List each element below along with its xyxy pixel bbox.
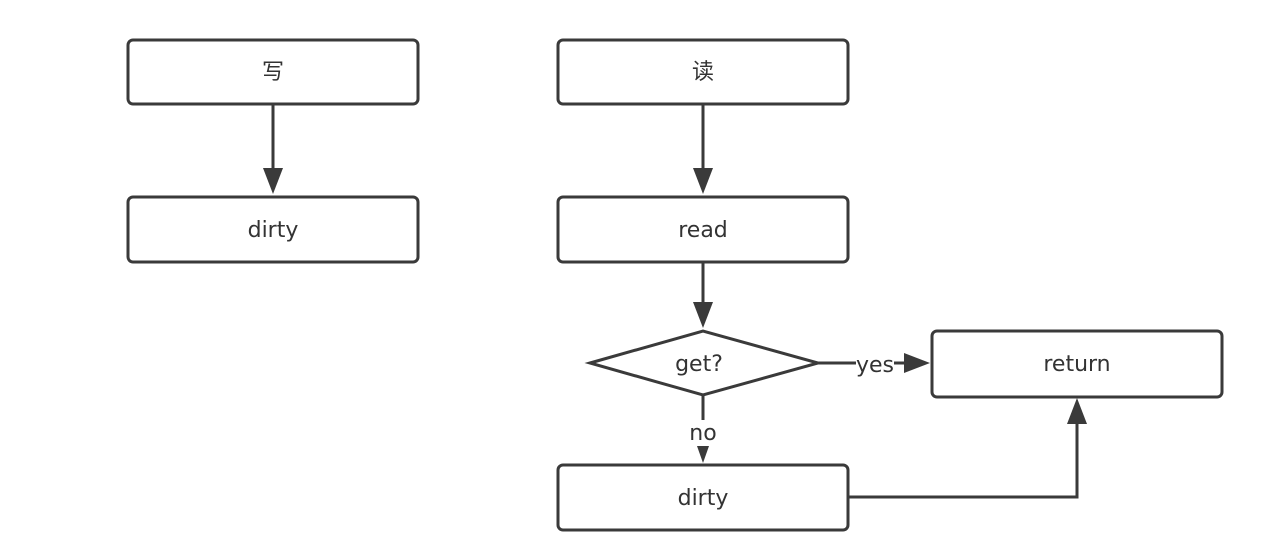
node-read-start: 读 (556, 38, 850, 106)
node-write-dirty-box (126, 195, 420, 264)
node-get: get? (584, 329, 824, 397)
edge-get-no-arrowhead (697, 446, 709, 463)
edge-get-yes-to-return: yes (818, 352, 930, 378)
node-write-dirty-label: dirty (248, 218, 299, 243)
node-get-label: get? (675, 352, 723, 377)
edge-yes-label-bg (856, 352, 894, 376)
node-read: read (556, 195, 850, 264)
node-return: return (930, 329, 1224, 399)
node-write: 写 (126, 38, 420, 106)
node-return-label: return (1043, 352, 1110, 377)
edge-dirty-to-return-line (848, 420, 1079, 499)
edge-write-to-dirty-arrowhead (263, 168, 283, 194)
node-read-dirty: dirty (556, 463, 850, 532)
edge-get-yes-arrowhead (904, 353, 930, 373)
node-write-dirty: dirty (126, 195, 420, 264)
edge-get-no-to-dirty: no (686, 395, 720, 463)
edge-read-start-to-read-arrowhead (693, 168, 713, 194)
node-write-label: 写 (262, 60, 284, 85)
edge-write-to-dirty (263, 104, 283, 194)
edge-no-label-bg (686, 420, 720, 446)
node-read-dirty-label: dirty (678, 486, 729, 511)
edge-dirty-to-return-arrowhead (1067, 398, 1087, 424)
edge-read-to-get (693, 262, 713, 328)
edge-yes-label: yes (856, 353, 894, 378)
edge-dirty-to-return (848, 398, 1087, 499)
edge-read-start-to-read (693, 104, 713, 194)
node-read-start-label: 读 (692, 60, 714, 85)
edge-no-label: no (689, 421, 716, 446)
edge-read-to-get-arrowhead (693, 302, 713, 328)
node-return-box (930, 329, 1224, 399)
node-read-label: read (678, 218, 728, 243)
